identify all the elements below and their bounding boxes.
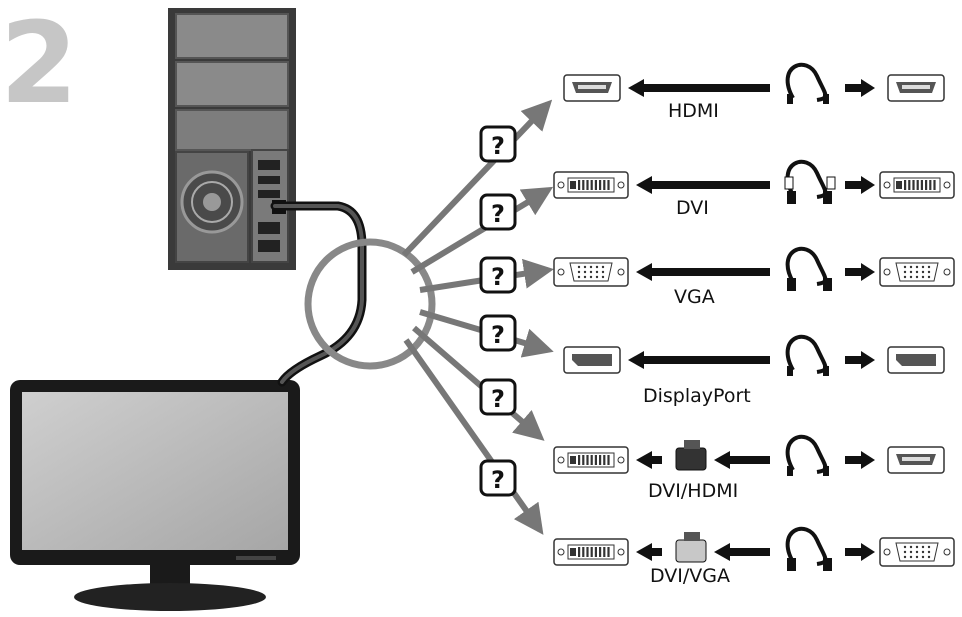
vga-cable-icon [785, 527, 832, 571]
right-arrow-icon [845, 451, 875, 469]
question-mark: ? [491, 132, 505, 160]
right-arrow-icon [845, 176, 875, 194]
displayport-cable-icon [785, 335, 829, 376]
short-arrow-icon [714, 543, 770, 561]
connector-row-hdmi [563, 63, 945, 104]
hdmi-cable-icon [785, 435, 829, 476]
right-port-hdmi [887, 446, 945, 474]
right-arrow-icon [845, 351, 875, 369]
long-arrow-icon [628, 351, 770, 369]
connector-label-displayport: DisplayPort [643, 385, 751, 407]
dvi-hdmi-adapter-icon [675, 440, 707, 471]
right-port-vga [879, 257, 955, 287]
short-arrow-icon [714, 451, 770, 469]
long-arrow-icon [628, 79, 770, 97]
short-arrow-icon [636, 543, 662, 561]
question-mark: ? [491, 385, 505, 413]
right-arrow-icon [845, 263, 875, 281]
right-arrow-icon [845, 543, 875, 561]
connector-label-dvi: DVI [676, 197, 709, 219]
option-arrow-dvi [410, 186, 554, 275]
connector-row-displayport [563, 335, 945, 376]
short-arrow-icon [636, 451, 662, 469]
question-mark: ? [491, 200, 505, 228]
connector-label-dvi-hdmi: DVI/HDMI [648, 480, 739, 502]
monitor [10, 380, 300, 611]
question-box-displayport: ? [479, 314, 517, 352]
question-mark: ? [491, 263, 505, 291]
right-port-dvi [879, 171, 955, 199]
question-mark: ? [491, 321, 505, 349]
right-port-vga [879, 537, 955, 567]
long-arrow-icon [636, 176, 770, 194]
connector-row-dvi [553, 160, 955, 204]
dvi-vga-adapter-icon [675, 532, 707, 563]
connector-label-vga: VGA [674, 286, 715, 308]
question-box-dvi: ? [479, 193, 517, 231]
port-magnifier-circle [304, 238, 436, 370]
left-port-dvi [553, 446, 629, 474]
long-arrow-icon [636, 263, 770, 281]
vga-cable-icon [785, 247, 832, 291]
right-port-hdmi [887, 74, 945, 102]
left-port-dvi [553, 171, 629, 199]
right-arrow-icon [845, 79, 875, 97]
option-arrows [401, 99, 554, 535]
dvi-cable-icon [784, 160, 836, 204]
question-box-dvi-vga: ? [479, 459, 517, 497]
question-box-dvi-hdmi: ? [479, 378, 517, 416]
option-arrow-dvi-vga [403, 338, 544, 535]
connector-label-hdmi: HDMI [668, 100, 719, 122]
question-box-vga: ? [479, 256, 517, 294]
question-box-hdmi: ? [479, 125, 517, 163]
option-arrow-dvi-hdmi [412, 325, 545, 441]
left-port-vga [553, 257, 629, 287]
left-port-displayport [563, 346, 621, 374]
left-port-hdmi [563, 74, 621, 102]
left-port-dvi [553, 538, 629, 566]
computer-tower [168, 8, 296, 270]
option-arrow-hdmi [401, 99, 553, 258]
connector-row-dvi-vga [553, 527, 955, 571]
hdmi-cable-icon [785, 63, 829, 104]
connector-label-dvi-vga: DVI/VGA [650, 565, 731, 587]
connector-row-dvi-hdmi [553, 435, 945, 476]
connector-row-vga [553, 247, 955, 291]
right-port-displayport [887, 346, 945, 374]
step-number: 2 [0, 0, 78, 129]
question-mark: ? [491, 466, 505, 494]
